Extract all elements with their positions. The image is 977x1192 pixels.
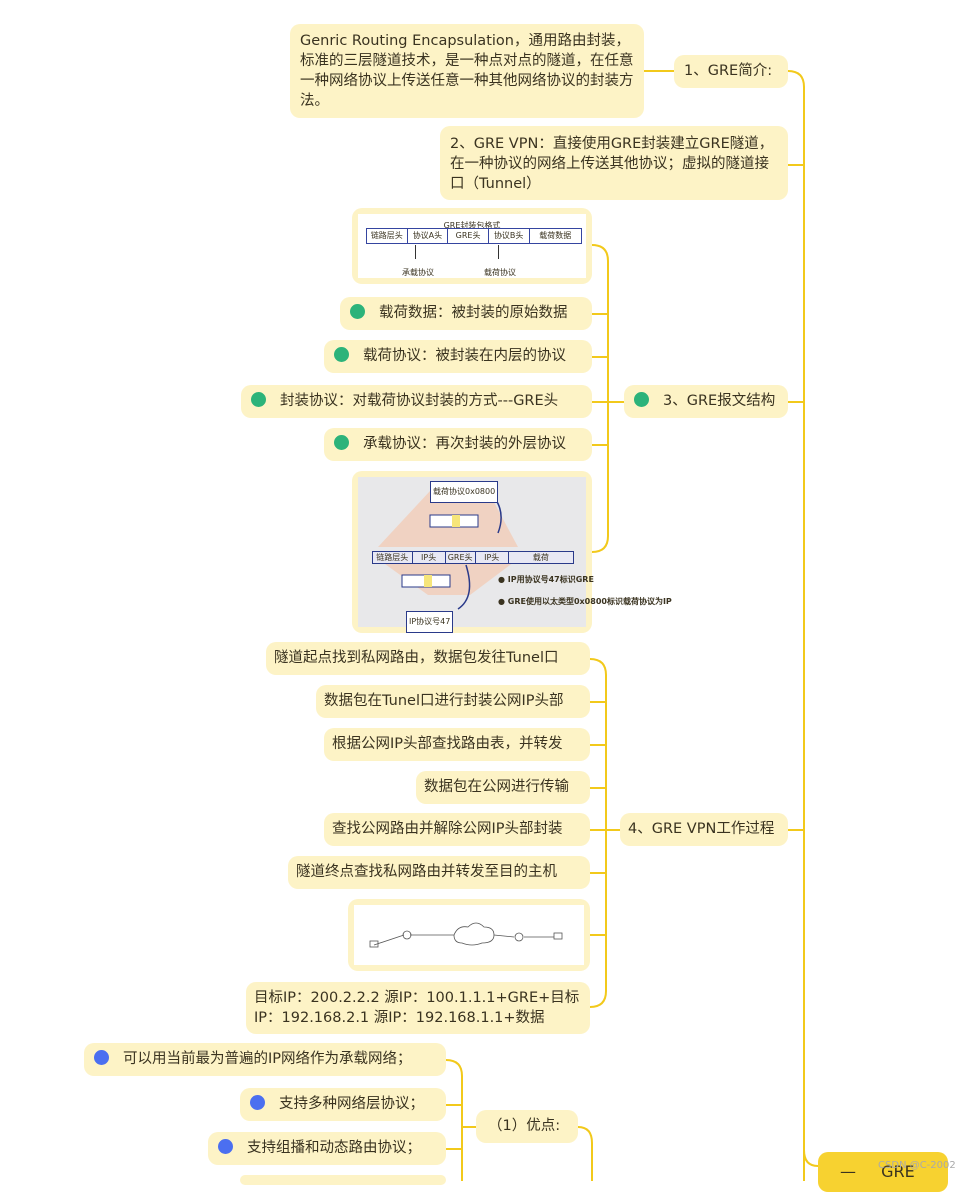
branch-advantages[interactable]: （1）优点: — [476, 1110, 578, 1143]
process-step-1[interactable]: 隧道起点找到私网路由，数据包发往Tunel口 — [266, 642, 590, 675]
branch-structure[interactable]: 3、GRE报文结构 — [624, 385, 788, 418]
gre-format-field: 载荷数据 — [539, 231, 572, 240]
intro-description: Genric Routing Encapsulation，通用路由封装，标准的三… — [290, 24, 644, 118]
structure-item-label: 承载协议：再次封装的外层协议 — [363, 436, 566, 452]
structure-item-encap-protocol[interactable]: 封装协议：对载荷协议封装的方式---GRE头 — [241, 385, 592, 418]
advantage-item-partial — [240, 1175, 446, 1185]
encap-note-text: IP用协议号47标识GRE — [507, 575, 594, 584]
encap-top-label: 载荷协议0x0800 — [430, 481, 499, 503]
gre-format-fields: 链路层头 协议A头 GRE头 协议B头 载荷数据 — [366, 228, 582, 244]
topology-image — [348, 899, 590, 971]
branch-intro[interactable]: 1、GRE简介: — [674, 55, 788, 88]
watermark: CSDN @C-2002 — [878, 1160, 956, 1171]
structure-item-label: 封装协议：对载荷协议封装的方式---GRE头 — [280, 393, 559, 409]
green-dot-icon — [334, 435, 349, 450]
gre-format-label: 载荷协议 — [484, 268, 516, 277]
advantage-item-3[interactable]: 支持组播和动态路由协议； — [208, 1132, 446, 1165]
gre-format-label: 承载协议 — [402, 268, 434, 277]
encap-field: 链路层头 — [373, 552, 413, 563]
branch-vpn[interactable]: 2、GRE VPN：直接使用GRE封装建立GRE隧道，在一种协议的网络上传送其他… — [440, 126, 788, 200]
gre-format-figure: GRE封装包格式 链路层头 协议A头 GRE头 协议B头 载荷数据 承载协议 载… — [358, 214, 586, 278]
green-dot-icon — [334, 347, 349, 362]
encap-field: IP头 — [476, 552, 509, 563]
root-node-gre[interactable]: — GRE — [818, 1152, 948, 1192]
process-note[interactable]: 目标IP：200.2.2.2 源IP：100.1.1.1+GRE+目标IP：19… — [246, 982, 590, 1034]
structure-item-label: 载荷协议：被封装在内层的协议 — [363, 348, 566, 364]
encap-note-1: ● IP用协议号47标识GRE — [498, 575, 594, 584]
advantage-item-label: 支持多种网络层协议； — [279, 1096, 424, 1112]
process-step-5[interactable]: 查找公网路由并解除公网IP头部封装 — [324, 813, 590, 846]
structure-item-carrier-protocol[interactable]: 承载协议：再次封装的外层协议 — [324, 428, 592, 461]
gre-encap-image: 载荷协议0x0800 链路层头 IP头 GRE头 IP头 载荷 IP协议号47 … — [352, 471, 672, 633]
branch-structure-label: 3、GRE报文结构 — [663, 393, 776, 409]
encap-inner-highlight — [452, 515, 460, 527]
gre-format-field: GRE头 — [448, 229, 489, 243]
root-collapse-icon[interactable]: — — [840, 1162, 856, 1181]
process-step-label: 查找公网路由并解除公网IP头部封装 — [332, 821, 563, 837]
process-step-4[interactable]: 数据包在公网进行传输 — [416, 771, 590, 804]
process-note-label: 目标IP：200.2.2.2 源IP：100.1.1.1+GRE+目标IP：19… — [254, 990, 580, 1026]
green-dot-icon — [251, 392, 266, 407]
root-label: GRE — [881, 1162, 915, 1181]
encap-field: 载荷 — [532, 553, 549, 562]
structure-item-payload-protocol[interactable]: 载荷协议：被封装在内层的协议 — [324, 340, 592, 373]
gre-format-field: 协议B头 — [489, 229, 530, 243]
process-step-label: 数据包在公网进行传输 — [424, 779, 569, 795]
encap-lower-highlight — [424, 575, 432, 587]
blue-dot-icon — [94, 1050, 109, 1065]
encap-field: IP头 — [413, 552, 446, 563]
branch-vpn-label: 2、GRE VPN：直接使用GRE封装建立GRE隧道，在一种协议的网络上传送其他… — [450, 136, 774, 192]
encap-field: GRE头 — [446, 552, 476, 563]
branch-process-label: 4、GRE VPN工作过程 — [628, 821, 775, 837]
encap-fields: 链路层头 IP头 GRE头 IP头 载荷 — [372, 551, 574, 564]
advantage-item-2[interactable]: 支持多种网络层协议； — [240, 1088, 446, 1121]
gre-encap-figure: 载荷协议0x0800 链路层头 IP头 GRE头 IP头 载荷 IP协议号47 … — [358, 477, 672, 633]
intro-description-text: Genric Routing Encapsulation，通用路由封装，标准的三… — [300, 33, 634, 109]
process-step-2[interactable]: 数据包在Tunel口进行封装公网IP头部 — [316, 685, 590, 718]
encap-arrow — [457, 564, 471, 610]
structure-item-label: 载荷数据：被封装的原始数据 — [379, 305, 568, 321]
advantage-item-label: 支持组播和动态路由协议； — [247, 1140, 421, 1156]
encap-note-text: GRE使用以太类型0x0800标识载荷协议为IP — [507, 597, 672, 606]
gre-format-field: 链路层头 — [367, 229, 408, 243]
structure-item-payload-data[interactable]: 载荷数据：被封装的原始数据 — [340, 297, 592, 330]
gre-encap-drawing — [378, 488, 518, 610]
encap-bottom-label: IP协议号47 — [406, 611, 454, 633]
advantage-item-label: 可以用当前最为普遍的IP网络作为承载网络； — [123, 1051, 412, 1067]
process-step-label: 根据公网IP头部查找路由表，并转发 — [332, 736, 563, 752]
process-step-3[interactable]: 根据公网IP头部查找路由表，并转发 — [324, 728, 590, 761]
topology-drawing — [354, 905, 584, 965]
arrow-line — [498, 245, 499, 259]
branch-intro-label: 1、GRE简介: — [684, 63, 773, 79]
branch-process[interactable]: 4、GRE VPN工作过程 — [620, 813, 788, 846]
green-dot-icon — [634, 392, 649, 407]
branch-advantages-label: （1）优点: — [488, 1118, 561, 1134]
process-step-label: 数据包在Tunel口进行封装公网IP头部 — [324, 693, 564, 709]
gre-format-field: 协议A头 — [408, 229, 449, 243]
advantage-item-1[interactable]: 可以用当前最为普遍的IP网络作为承载网络； — [84, 1043, 446, 1076]
process-step-label: 隧道起点找到私网路由，数据包发往Tunel口 — [274, 650, 559, 666]
green-dot-icon — [350, 304, 365, 319]
process-step-6[interactable]: 隧道终点查找私网路由并转发至目的主机 — [288, 856, 590, 889]
encap-note-2: ● GRE使用以太类型0x0800标识载荷协议为IP — [498, 597, 672, 606]
process-step-label: 隧道终点查找私网路由并转发至目的主机 — [296, 864, 557, 880]
blue-dot-icon — [250, 1095, 265, 1110]
gre-format-image: GRE封装包格式 链路层头 协议A头 GRE头 协议B头 载荷数据 承载协议 载… — [352, 208, 592, 284]
blue-dot-icon — [218, 1139, 233, 1154]
gre-format-title: GRE封装包格式 — [443, 221, 501, 230]
arrow-line — [415, 245, 416, 259]
